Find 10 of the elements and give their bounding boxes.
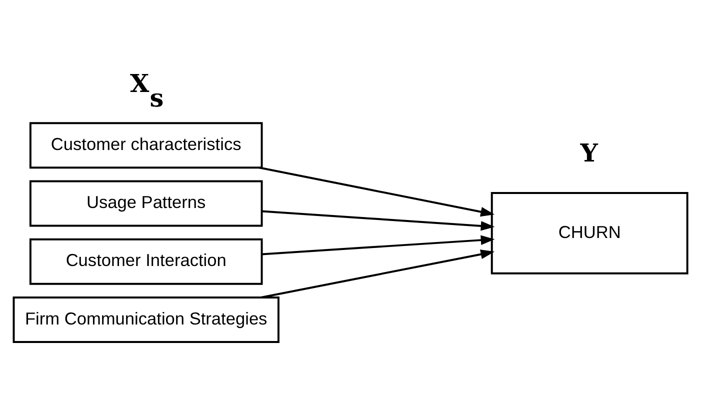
- node-box: Customer characteristics: [29, 122, 263, 169]
- label: Y: [580, 138, 598, 168]
- node-box: Usage Patterns: [29, 180, 263, 227]
- arrow: [259, 166, 495, 217]
- node-box: Customer Interaction: [29, 238, 263, 285]
- node-box: CHURN: [490, 192, 688, 274]
- arrow: [260, 250, 495, 298]
- arrow: [262, 210, 495, 231]
- arrow: [262, 235, 495, 256]
- node-box: Firm Communication Strategies: [12, 296, 280, 344]
